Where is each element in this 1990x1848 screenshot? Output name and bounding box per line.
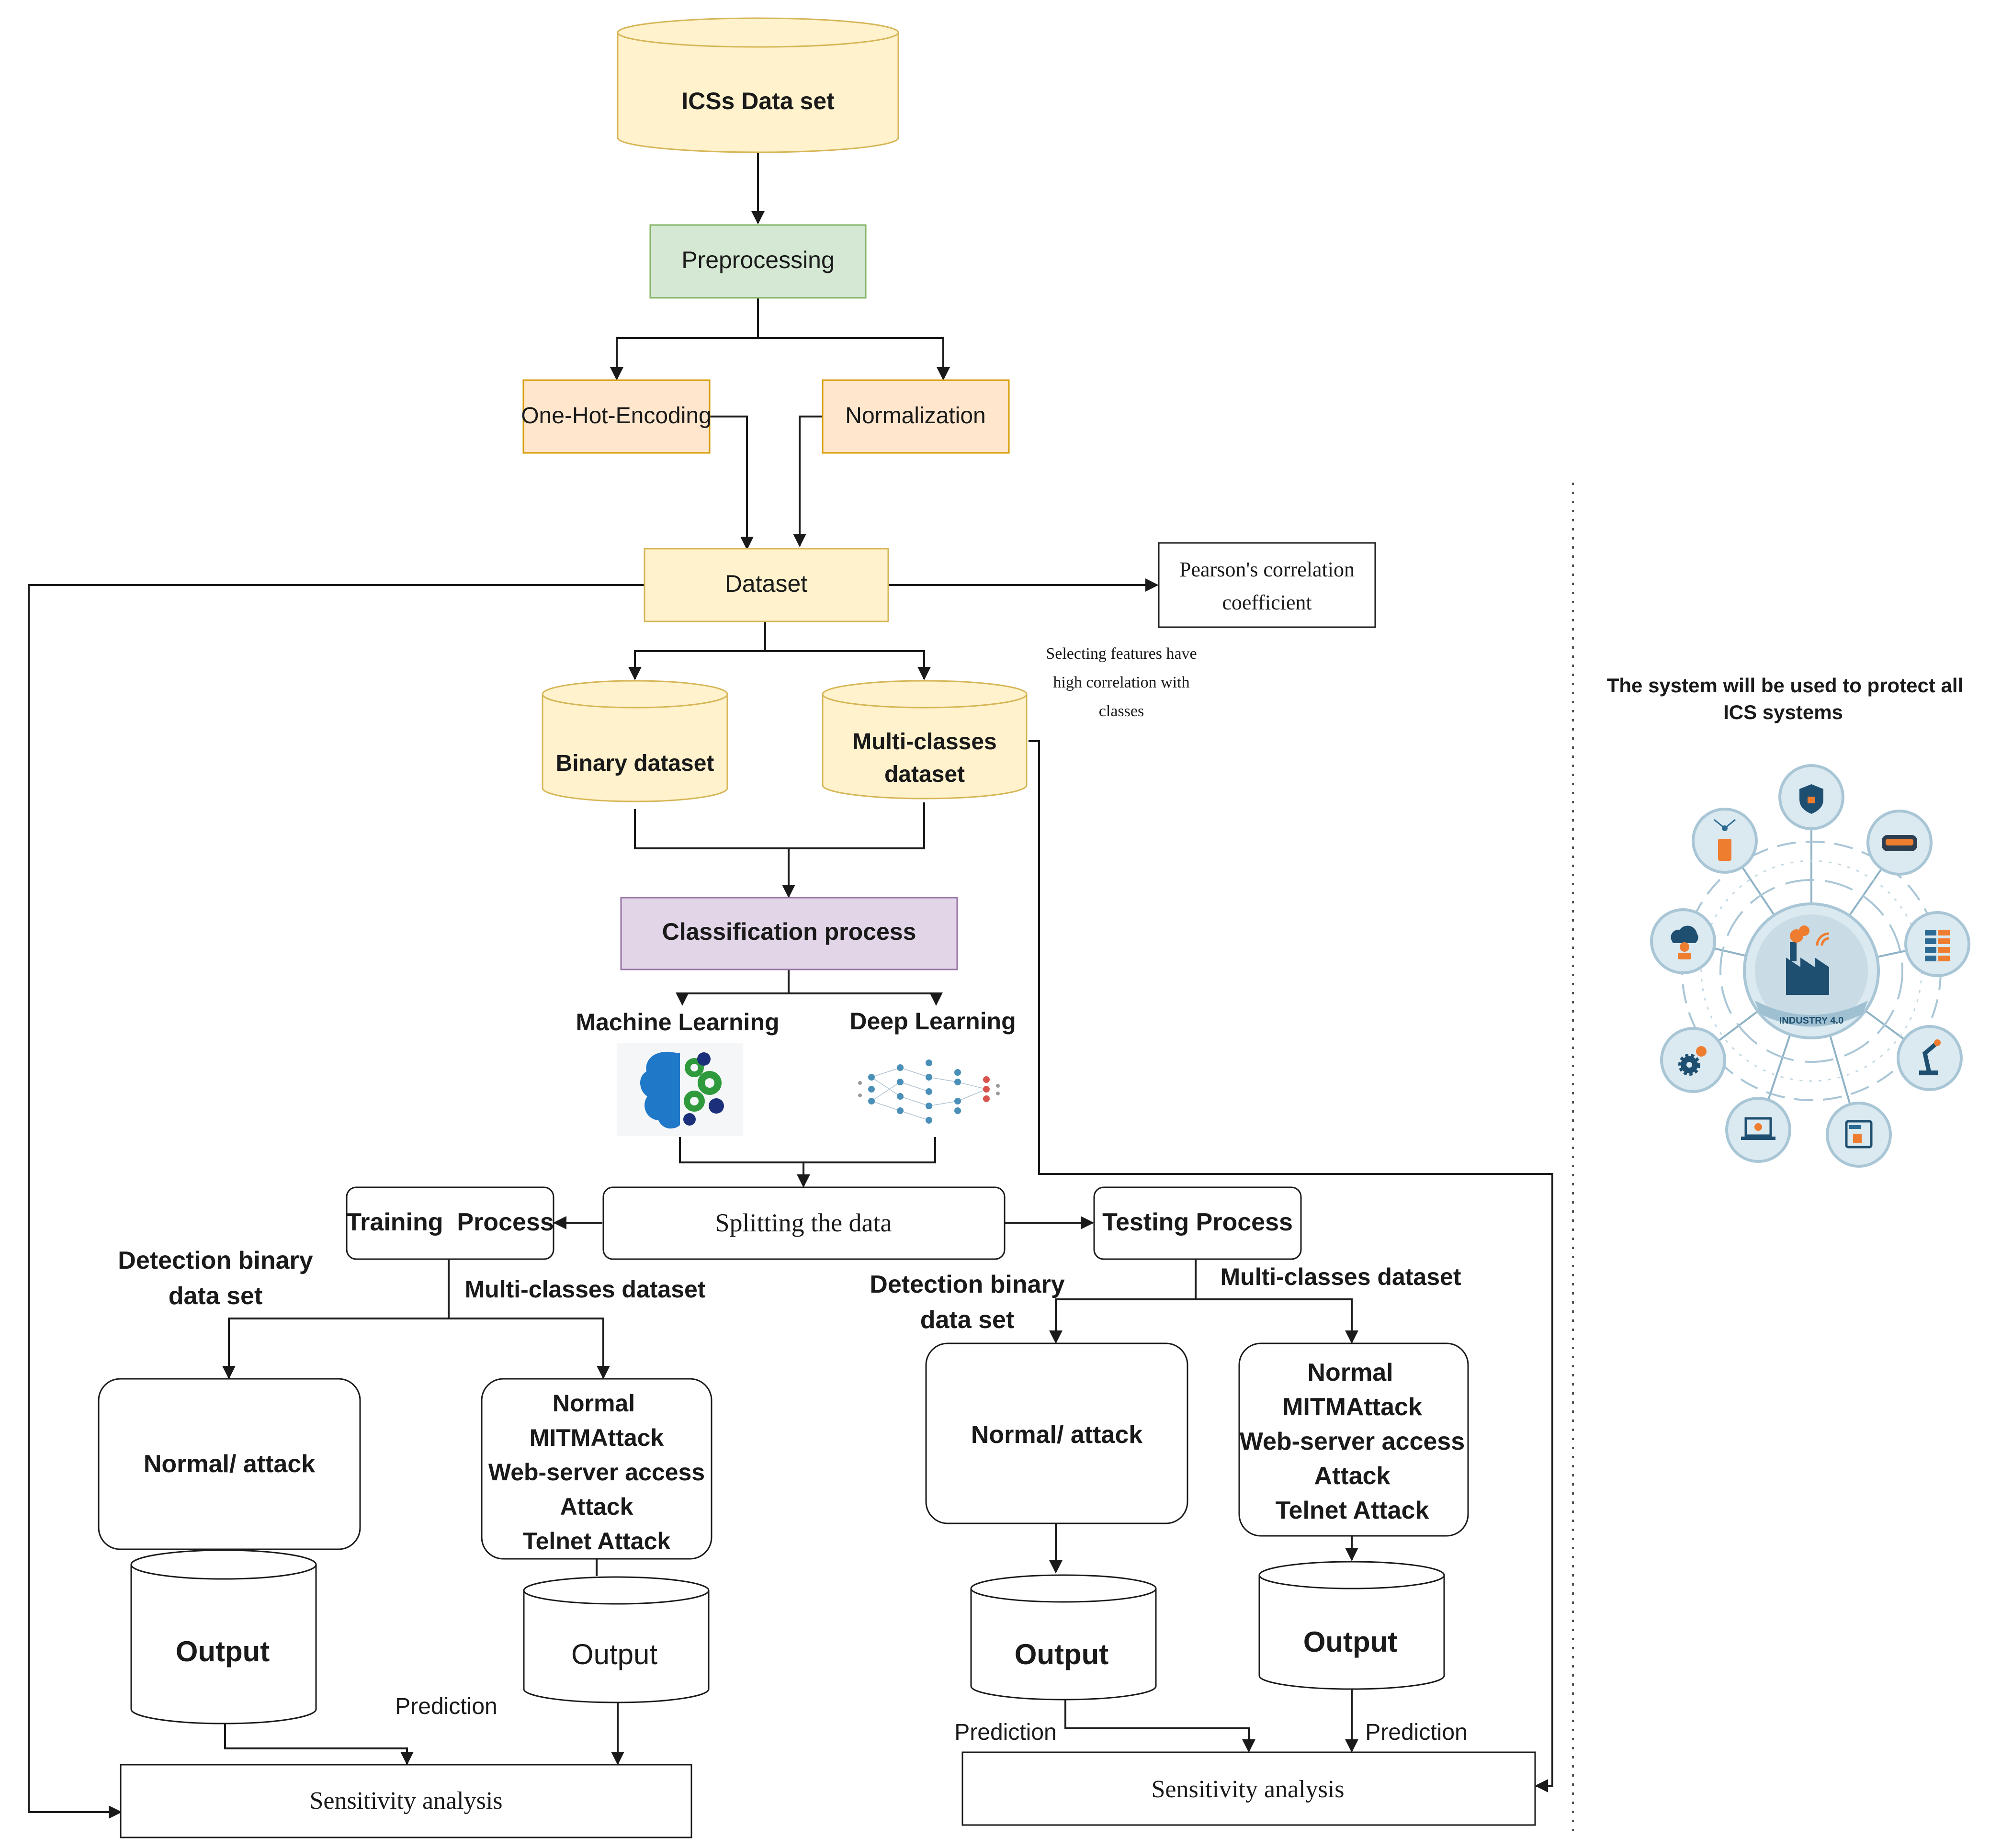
neural-network-icon [858,1059,1000,1124]
brain-gears-icon [617,1043,743,1136]
train-class-webserver: Web-server access [488,1459,705,1486]
selecting-note-line1: Selecting features have [1046,645,1197,663]
train-class-telnet: Telnet Attack [523,1528,671,1555]
classification-process-node: Classification process [620,897,958,970]
train-output-binary-cylinder: Output [130,1549,317,1724]
binary-dataset-node: Binary dataset [542,680,728,802]
test-output-multi-cylinder: Output [1258,1561,1445,1690]
one-hot-encoding-label: One-Hot-Encoding [521,403,712,428]
selecting-note-line3: classes [1099,702,1144,720]
train-sensitivity-node: Sensitivity analysis [120,1764,692,1838]
test-class-normal: Normal [1307,1359,1393,1386]
mobile-network-icon [1692,808,1758,874]
preprocessing-label: Preprocessing [681,247,835,273]
test-class-mitm: MITMAttack [1282,1393,1422,1421]
machine-learning-node: Machine Learning [576,1009,780,1136]
dataset-node: Dataset [644,548,889,622]
pearson-label-line1: Pearson's correlation [1179,558,1355,581]
icss-dataset-node: ICSs Data set [617,17,899,153]
industry-4-diagram: INDUSTRY 4.0 [1650,764,1970,1168]
selecting-note-line2: high correlation with [1053,674,1189,691]
test-multi-label: Multi-classes dataset [1221,1263,1461,1290]
normalization-node: Normalization [822,379,1010,454]
dataset-label: Dataset [725,570,807,597]
test-prediction-label-left: Prediction [954,1720,1056,1745]
factory-icon [1786,925,1830,995]
test-output-multi-label: Output [1303,1626,1398,1658]
binary-dataset-label: Binary dataset [556,751,714,776]
printer-3d-icon [1826,1102,1892,1168]
test-sensitivity-label: Sensitivity analysis [1152,1776,1345,1803]
deep-learning-label: Deep Learning [849,1008,1016,1035]
train-classes-node: Normal MITMAttack Web-server access Atta… [481,1378,712,1560]
test-class-webserver: Web-server access [1240,1428,1465,1455]
deep-learning-node: Deep Learning [849,1008,1016,1124]
test-class-telnet: Telnet Attack [1276,1497,1429,1524]
splitting-label: Splitting the data [715,1208,892,1237]
multi-classes-dataset-node: Multi-classes dataset [822,680,1028,800]
testing-process-node: Testing Process [1093,1186,1302,1260]
machine-learning-label: Machine Learning [576,1009,779,1036]
training-process-label: Training Process [346,1208,554,1236]
cloud-user-icon [1650,908,1716,974]
train-prediction-label: Prediction [395,1694,497,1719]
test-class-attack: Attack [1314,1462,1391,1490]
multi-classes-dataset-line1: Multi-classes [852,729,996,755]
robot-arm-icon [1897,1025,1963,1091]
vr-headset-icon [1866,810,1933,876]
test-binary-label-line1: Detection binary [870,1271,1064,1298]
train-output-binary-label: Output [176,1635,270,1668]
test-output-binary-label: Output [1015,1638,1109,1670]
one-hot-encoding-node: One-Hot-Encoding [521,379,712,454]
pearson-node: Pearson's correlation coefficient [1158,542,1376,628]
server-rack-icon [1904,911,1970,977]
test-sensitivity-node: Sensitivity analysis [961,1751,1536,1826]
train-output-multi-cylinder: Output [523,1576,710,1703]
testing-process-label: Testing Process [1102,1208,1293,1236]
test-binary-label-line2: data set [920,1306,1015,1334]
train-binary-label-line1: Detection binary [118,1247,313,1274]
test-normal-attack-label: Normal/ attack [971,1421,1142,1449]
multi-classes-dataset-line2: dataset [884,762,965,787]
test-prediction-label-right: Prediction [1365,1720,1467,1745]
training-process-node: Training Process [346,1186,554,1260]
security-shield-icon [1778,764,1844,830]
hub-label: INDUSTRY 4.0 [1779,1015,1843,1026]
side-caption-line2: ICS systems [1723,701,1843,723]
train-sensitivity-label: Sensitivity analysis [310,1787,503,1814]
selecting-features-note: Selecting features have high correlation… [1046,645,1197,720]
train-normal-attack-node: Normal/ attack [98,1378,361,1550]
train-class-mitm: MITMAttack [530,1424,664,1451]
train-class-attack: Attack [560,1493,633,1520]
normalization-label: Normalization [845,403,985,428]
train-class-normal: Normal [553,1390,635,1417]
test-classes-node: Normal MITMAttack Web-server access Atta… [1238,1342,1469,1537]
train-multi-label: Multi-classes dataset [465,1276,706,1303]
splitting-node: Splitting the data [602,1186,1006,1260]
connectors [28,152,1553,1819]
train-normal-attack-label: Normal/ attack [144,1450,315,1478]
icss-dataset-label: ICSs Data set [681,88,835,114]
side-caption-line1: The system will be used to protect all [1607,674,1964,697]
train-output-multi-label: Output [571,1638,657,1670]
preprocessing-node: Preprocessing [649,224,867,299]
pearson-label-line2: coefficient [1222,591,1312,614]
gear-settings-icon [1660,1027,1726,1093]
laptop-icon [1725,1097,1791,1163]
test-output-binary-cylinder: Output [970,1574,1157,1701]
train-binary-label-line2: data set [169,1282,263,1310]
test-normal-attack-node: Normal/ attack [925,1342,1188,1524]
classification-process-label: Classification process [662,918,916,945]
